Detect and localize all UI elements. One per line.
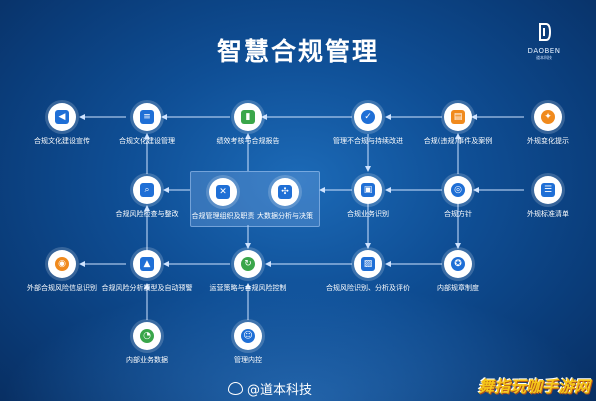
node-performance: ▮ 绩效考核与合规报告 bbox=[193, 103, 303, 146]
node-external-list: ☰ 外规标准清单 bbox=[493, 176, 596, 219]
user-icon: ☺ bbox=[241, 329, 255, 343]
shield-icon: ✓ bbox=[361, 110, 375, 124]
center-box: ✕ 合规管理组织及职责 ✣ 大数据分析与决策 bbox=[190, 171, 320, 227]
logo-subtext: 道本科技 bbox=[536, 55, 552, 60]
node-risk-eval: ▨ 合规风险识别、分析及评价 bbox=[313, 250, 423, 293]
alarm-icon: ▲ bbox=[140, 257, 154, 271]
node-risk-model: ▲ 合规风险分析模型及自动预警 bbox=[92, 250, 202, 293]
node-nonconformity: ✓ 管理不合规与持续改进 bbox=[313, 103, 423, 146]
tools-icon: ✕ bbox=[216, 185, 230, 199]
node-internal-control: ☺ 管理内控 bbox=[193, 322, 303, 365]
node-ops-control: ↻ 运营策略与合规风险控制 bbox=[193, 250, 303, 293]
bar-chart-icon: ▮ bbox=[241, 110, 255, 124]
node-policy: ◎ 合规方针 bbox=[403, 176, 513, 219]
document-icon: ≡ bbox=[140, 110, 154, 124]
node-internal-rules: ✪ 内部规章制度 bbox=[403, 250, 513, 293]
node-org-duty: ✕ 合规管理组织及职责 bbox=[191, 178, 255, 221]
logo-mark-icon bbox=[539, 23, 552, 41]
target-icon: ◎ bbox=[451, 183, 465, 197]
node-external-change: ✦ 外规变化提示 bbox=[493, 103, 596, 146]
watermark-text: @道本科技 bbox=[247, 383, 313, 398]
briefcase-icon: ▣ bbox=[361, 183, 375, 197]
weibo-icon bbox=[228, 382, 243, 395]
background-glow bbox=[0, 281, 596, 401]
node-ext-risk-info: ◉ 外部合规风险信息识别 bbox=[7, 250, 117, 293]
list-icon: ☰ bbox=[541, 183, 555, 197]
bulb-icon: ✦ bbox=[541, 110, 555, 124]
folder-icon: ▤ bbox=[451, 110, 465, 124]
cycle-icon: ↻ bbox=[241, 257, 255, 271]
image-icon: ▨ bbox=[361, 257, 375, 271]
megaphone-icon: ◀ bbox=[55, 110, 69, 124]
logo: DAOBEN 道本科技 bbox=[520, 22, 568, 61]
search-doc-icon: ⌕ bbox=[140, 183, 154, 197]
network-icon: ✣ bbox=[278, 185, 292, 199]
radar-icon: ◉ bbox=[55, 257, 69, 271]
watermark: @道本科技 bbox=[228, 379, 312, 398]
node-internal-data: ◔ 内部业务数据 bbox=[92, 322, 202, 365]
logo-text: DAOBEN bbox=[527, 47, 561, 55]
corner-watermark: 舞指玩咖手游网 bbox=[477, 377, 590, 396]
node-business-id: ▣ 合规业务识别 bbox=[313, 176, 423, 219]
node-big-data: ✣ 大数据分析与决策 bbox=[253, 178, 317, 221]
node-violations: ▤ 合规(违规)事件及案例 bbox=[403, 103, 513, 146]
badge-icon: ✪ bbox=[451, 257, 465, 271]
page-title: 智慧合规管理 bbox=[216, 37, 379, 66]
node-culture-promo: ◀ 合规文化建设宣传 bbox=[7, 103, 117, 146]
node-culture-manage: ≡ 合规文化建设管理 bbox=[92, 103, 202, 146]
pie-chart-icon: ◔ bbox=[140, 329, 154, 343]
node-risk-check: ⌕ 合规风险检查与整改 bbox=[92, 176, 202, 219]
